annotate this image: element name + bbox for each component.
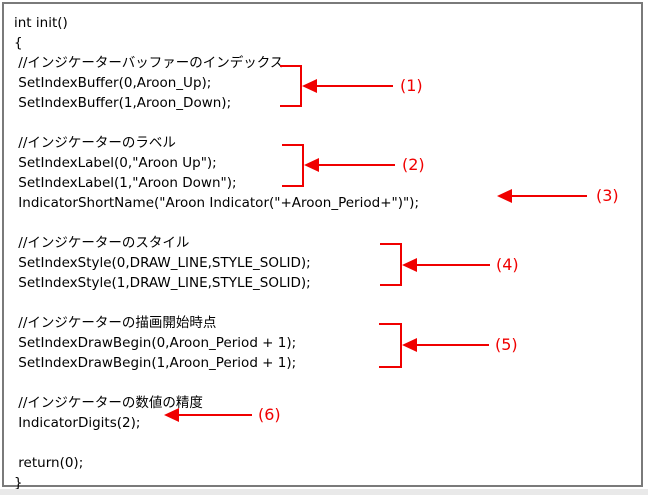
code-line: SetIndexBuffer(0,Aroon_Up); [14, 75, 212, 91]
code-line: } [14, 475, 23, 491]
code-line: { [14, 35, 23, 51]
code-line: SetIndexStyle(1,DRAW_LINE,STYLE_SOLID); [14, 275, 311, 291]
bottom-edge-strip [0, 489, 648, 495]
code-line: SetIndexDrawBegin(0,Aroon_Period + 1); [14, 335, 297, 351]
code-line-blank [14, 433, 419, 453]
code-panel: int init() { //インジケーターバッファーのインデックス SetIn… [2, 2, 643, 491]
code-line-blank [14, 293, 419, 313]
code-line-comment: //インジケーターの数値の精度 [14, 395, 203, 411]
code-line: IndicatorShortName("Aroon Indicator("+Ar… [14, 195, 419, 211]
code-line: SetIndexDrawBegin(1,Aroon_Period + 1); [14, 355, 297, 371]
code-line-comment: //インジケーターのスタイル [14, 235, 190, 251]
code-line-blank [14, 113, 419, 133]
code-block: int init() { //インジケーターバッファーのインデックス SetIn… [8, 8, 419, 493]
code-line-blank [14, 373, 419, 393]
code-line-comment: //インジケーターバッファーのインデックス [14, 55, 284, 71]
code-line: return(0); [14, 455, 84, 471]
code-line: int init() [14, 15, 68, 31]
code-line-blank [14, 213, 419, 233]
code-line-comment: //インジケーターの描画開始時点 [14, 315, 217, 331]
code-line: SetIndexStyle(0,DRAW_LINE,STYLE_SOLID); [14, 255, 311, 271]
code-line: SetIndexLabel(0,"Aroon Up"); [14, 155, 217, 171]
code-line: SetIndexBuffer(1,Aroon_Down); [14, 95, 232, 111]
code-line: IndicatorDigits(2); [14, 415, 141, 431]
code-line: SetIndexLabel(1,"Aroon Down"); [14, 175, 237, 191]
code-line-comment: //インジケーターのラベル [14, 135, 176, 151]
